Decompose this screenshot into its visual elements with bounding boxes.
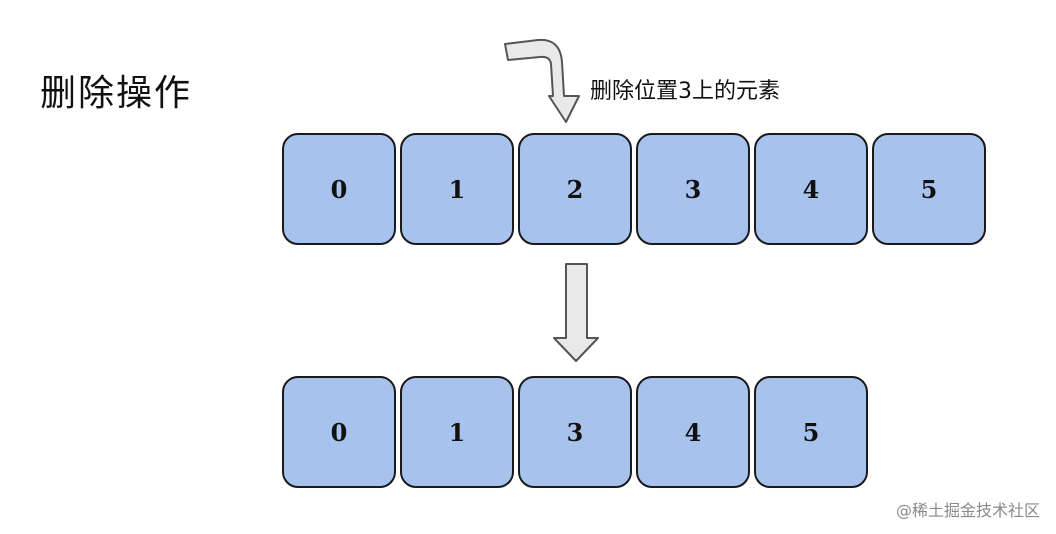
array-before-cell: 4	[754, 133, 868, 245]
array-before-cell: 3	[636, 133, 750, 245]
array-before-cell: 2	[518, 133, 632, 245]
array-after-cell: 3	[518, 376, 632, 488]
array-after-row: 0 1 3 4 5	[282, 376, 872, 488]
delete-annotation: 删除位置3上的元素	[590, 79, 780, 104]
array-before-cell: 5	[872, 133, 986, 245]
array-after-cell: 4	[636, 376, 750, 488]
array-before-cell: 1	[400, 133, 514, 245]
watermark: @稀土掘金技术社区	[895, 501, 1040, 520]
array-after-cell: 1	[400, 376, 514, 488]
down-transition-arrow	[553, 263, 599, 362]
array-before-cell: 0	[282, 133, 396, 245]
array-before-row: 0 1 2 3 4 5	[282, 133, 990, 245]
diagram-title: 删除操作	[40, 73, 193, 114]
array-after-cell: 0	[282, 376, 396, 488]
curved-pointer-arrow	[504, 38, 580, 123]
array-after-cell: 5	[754, 376, 868, 488]
